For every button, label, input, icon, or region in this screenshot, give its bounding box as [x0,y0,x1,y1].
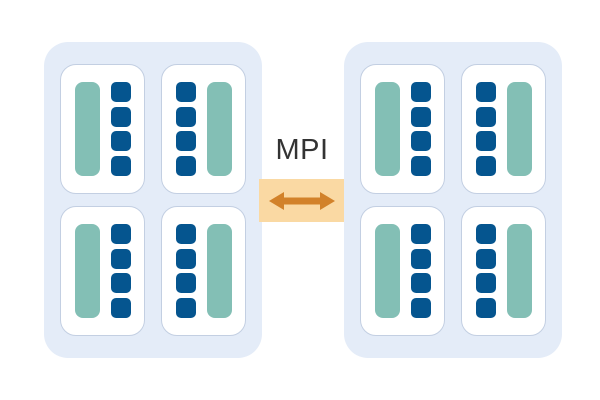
memory-bar [206,82,232,176]
socket-card [461,206,546,336]
core-unit [410,248,431,269]
core-unit [110,155,131,176]
core-unit [175,106,196,127]
core-column [410,82,431,176]
socket-card [60,206,145,336]
mpi-link-band [259,179,345,222]
socket-card [360,206,445,336]
core-unit [175,248,196,269]
socket-card [360,64,445,194]
core-unit [475,131,496,152]
core-unit [410,106,431,127]
memory-bar [74,82,100,176]
memory-bar [506,224,532,318]
socket-card [161,64,246,194]
core-column [175,82,196,176]
node-group-right [344,42,562,358]
double-headed-horizontal-arrow-icon [269,191,335,210]
core-unit [175,131,196,152]
core-unit [110,224,131,244]
memory-bar [74,224,100,318]
core-unit [475,297,496,318]
memory-bar [206,224,232,318]
core-unit [410,131,431,152]
mpi-interconnect: MPI [259,130,345,222]
memory-bar [374,82,400,176]
core-unit [475,248,496,269]
core-unit [175,297,196,318]
core-unit [110,131,131,152]
core-unit [110,273,131,294]
core-unit [410,155,431,176]
core-unit [110,297,131,318]
memory-bar [374,224,400,318]
core-unit [175,155,196,176]
core-unit [175,273,196,294]
core-unit [410,224,431,244]
core-unit [175,82,196,102]
core-unit [175,224,196,244]
core-unit [410,273,431,294]
core-unit [110,248,131,269]
core-column [410,224,431,318]
core-unit [475,155,496,176]
core-column [475,82,496,176]
core-unit [475,82,496,102]
socket-card [461,64,546,194]
core-column [110,82,131,176]
socket-card [161,206,246,336]
mpi-label: MPI [275,134,329,166]
core-unit [475,224,496,244]
core-unit [475,106,496,127]
core-unit [110,82,131,102]
socket-card [60,64,145,194]
core-unit [410,297,431,318]
core-unit [410,82,431,102]
core-unit [475,273,496,294]
core-column [175,224,196,318]
core-unit [110,106,131,127]
core-column [110,224,131,318]
node-group-left [44,42,262,358]
memory-bar [506,82,532,176]
core-column [475,224,496,318]
